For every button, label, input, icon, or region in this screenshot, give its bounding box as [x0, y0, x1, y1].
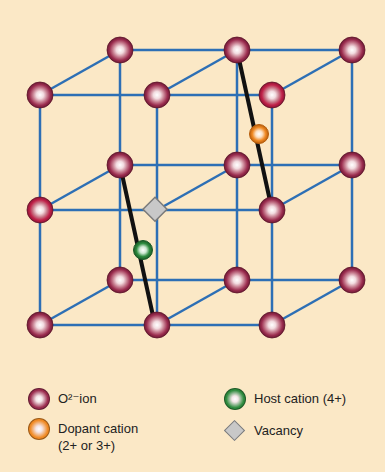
oxygen-ion: [27, 197, 53, 223]
bond-line: [272, 50, 352, 95]
lattice-bonds: [40, 50, 352, 325]
ions: [27, 37, 365, 338]
dopant-cation: [250, 125, 269, 144]
legend-label: Vacancy: [254, 422, 380, 439]
oxygen-ion: [107, 267, 133, 293]
oxygen-ion: [259, 312, 285, 338]
oxygen-ion: [259, 82, 285, 108]
bond-line: [157, 280, 237, 325]
oxygen-ion: [259, 197, 285, 223]
vacancy-site: [143, 197, 167, 221]
legend-swatch: [224, 388, 246, 410]
oxygen-ion: [144, 82, 170, 108]
oxygen-ion: [107, 37, 133, 63]
legend-swatch: [224, 420, 245, 441]
oxygen-ion: [144, 312, 170, 338]
oxygen-ion: [224, 267, 250, 293]
dopant-bond: [237, 50, 272, 210]
legend-label: O²⁻ion: [58, 390, 208, 407]
bond-line: [272, 280, 352, 325]
bond-line: [157, 50, 237, 95]
oxygen-ion: [27, 82, 53, 108]
bond-line: [40, 280, 120, 325]
oxygen-ion: [339, 152, 365, 178]
oxygen-ion: [107, 152, 133, 178]
oxygen-ion: [339, 267, 365, 293]
host-cation: [134, 241, 153, 260]
legend-label: Dopant cation (2+ or 3+): [58, 420, 158, 454]
oxygen-ion: [339, 37, 365, 63]
legend-swatch: [28, 418, 50, 440]
host-bond: [120, 165, 155, 325]
oxygen-ion: [27, 312, 53, 338]
bond-line: [40, 165, 120, 210]
legend-swatch: [28, 388, 50, 410]
oxygen-ion: [224, 152, 250, 178]
bond-line: [272, 165, 352, 210]
bond-line: [157, 165, 237, 210]
bond-line: [40, 50, 120, 95]
legend-label: Host cation (4+): [254, 390, 380, 407]
oxygen-ion: [224, 37, 250, 63]
